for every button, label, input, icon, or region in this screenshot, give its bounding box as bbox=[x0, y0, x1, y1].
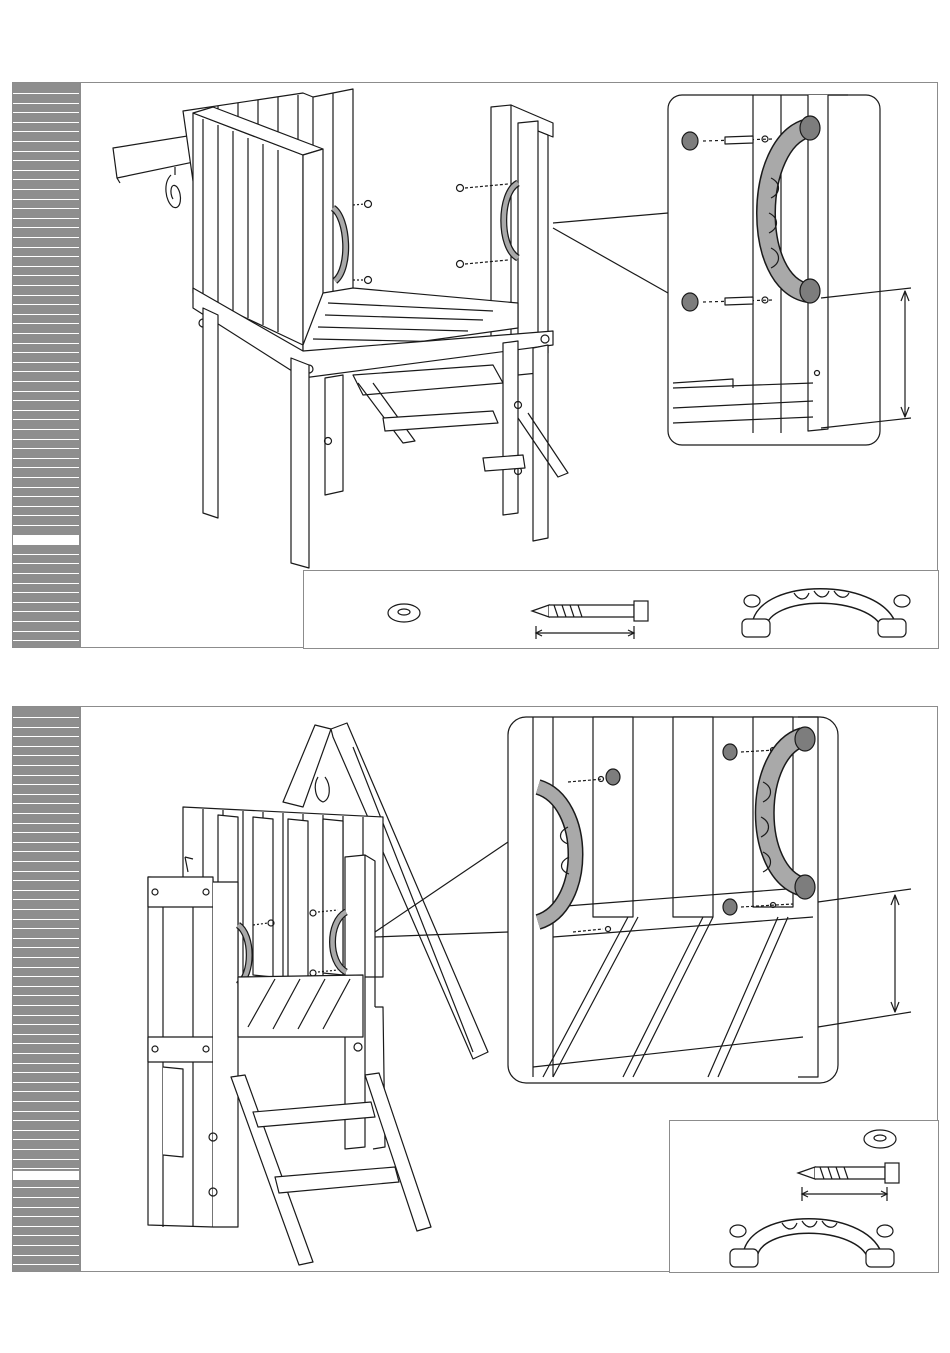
lag-screw-icon bbox=[532, 601, 648, 639]
detail-view-step-1 bbox=[668, 95, 880, 445]
parts-list bbox=[303, 570, 939, 649]
tower-deck bbox=[238, 975, 363, 1037]
washer-icon bbox=[388, 604, 420, 622]
assembly-step-1 bbox=[12, 82, 938, 648]
swing-hook-icon bbox=[166, 167, 181, 208]
detail-callout-lines bbox=[553, 213, 668, 293]
platform-handle-illustration bbox=[13, 83, 939, 649]
tower-left-side bbox=[148, 857, 238, 1227]
parts-list bbox=[669, 1120, 939, 1273]
washer-icon bbox=[864, 1130, 896, 1148]
ladder bbox=[231, 1073, 431, 1265]
assembly-step-2 bbox=[12, 706, 938, 1272]
detail-view-step-2 bbox=[508, 717, 838, 1083]
lag-screw-icon bbox=[798, 1163, 899, 1201]
grip-handle-icon bbox=[742, 591, 910, 637]
grip-handle-icon bbox=[730, 1221, 894, 1267]
